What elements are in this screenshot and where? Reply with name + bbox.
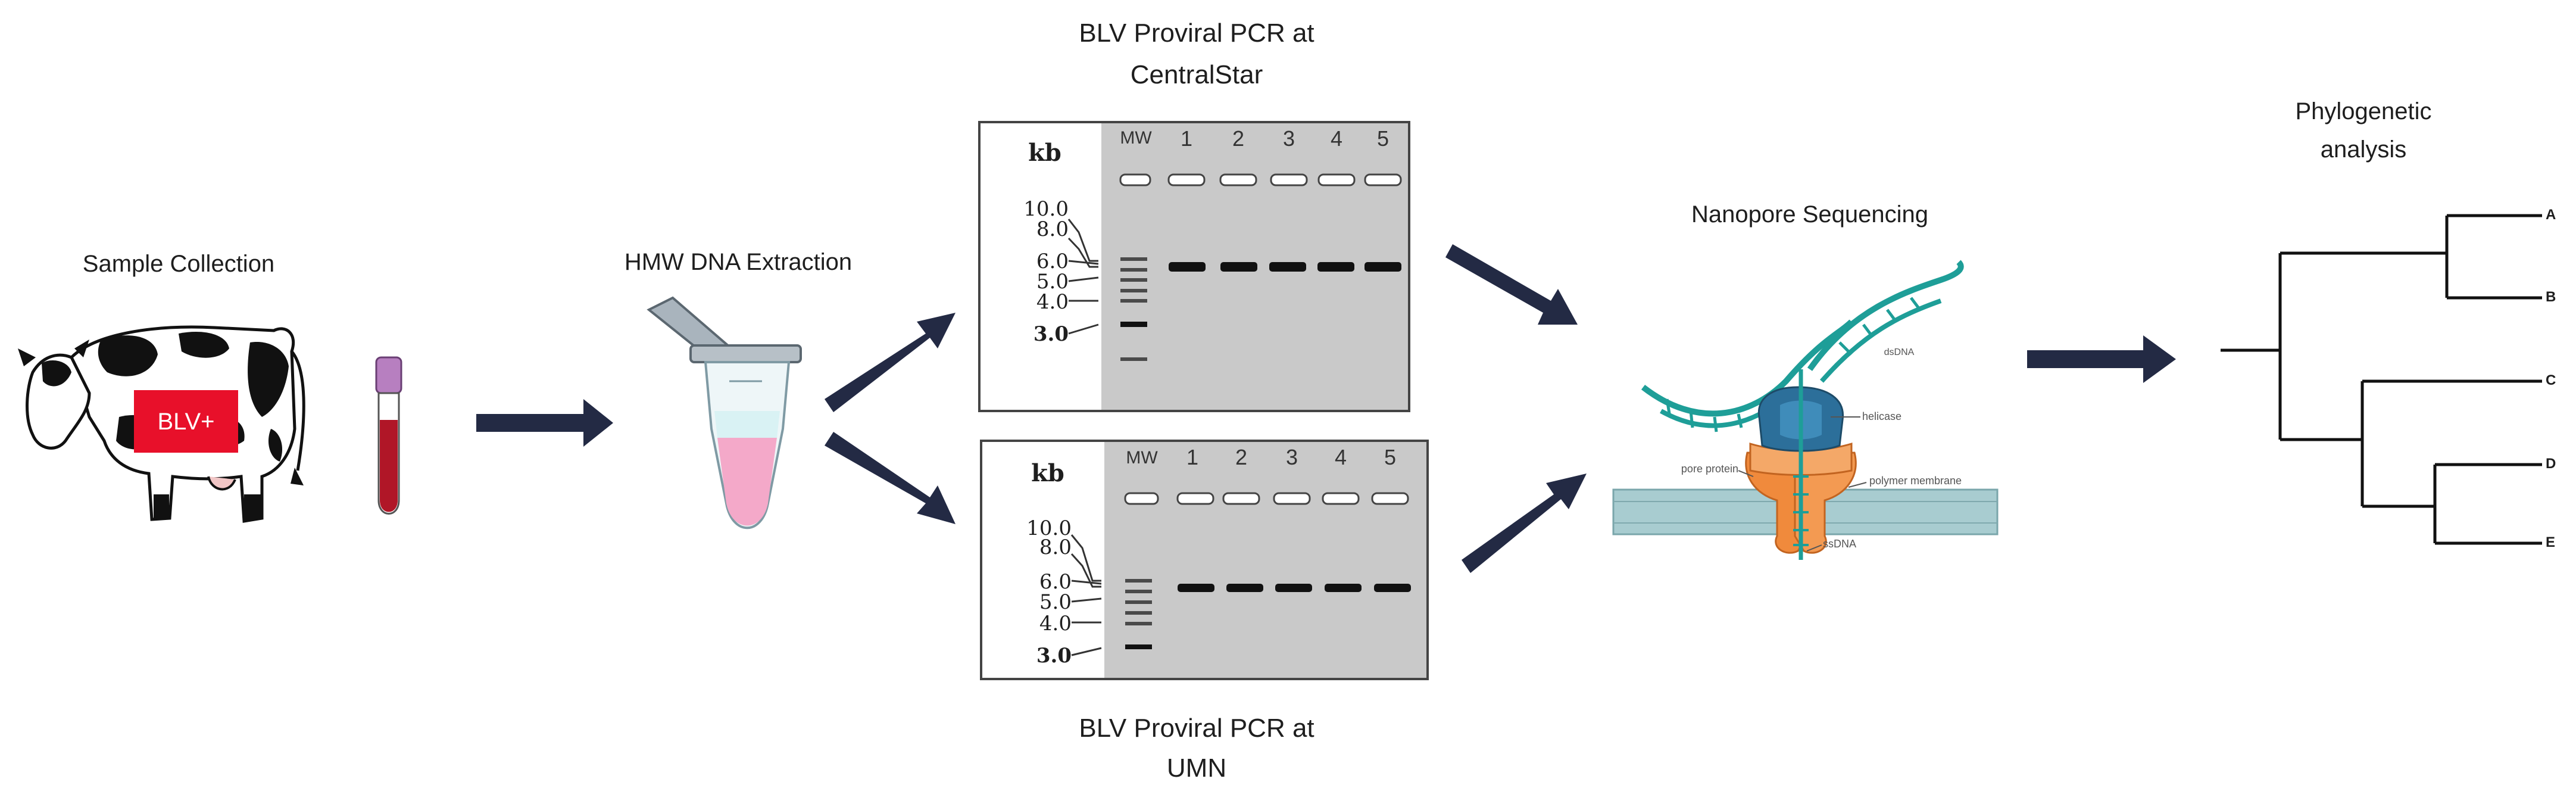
label-pcr-top-line2: CentralStar	[1130, 60, 1263, 89]
label-pcr-bottom-line2: UMN	[1166, 753, 1227, 783]
annotation-polymer-membrane: polymer membrane	[1869, 475, 1962, 487]
annotation-ssdna: ssDNA	[1823, 538, 1857, 550]
gel-top-ladder-label: MW	[1120, 128, 1152, 148]
gel-bottom-marker-3: 3.0	[1036, 644, 1072, 668]
label-pcr-top-line1: BLV Proviral PCR at	[1079, 18, 1314, 48]
gel-bottom-marker-4: 4.0	[1039, 612, 1072, 636]
label-phylogenetic-line2: analysis	[2320, 136, 2407, 163]
arrow-extraction-to-pcr-bottom	[825, 432, 956, 524]
gel-top-lane-2: 2	[1232, 126, 1245, 151]
gel-top-lane-3: 3	[1282, 126, 1295, 151]
blv-badge-text: BLV+	[157, 409, 215, 435]
blood-tube-icon	[375, 356, 402, 515]
annotation-dsdna: dsDNA	[1884, 347, 1915, 357]
annotation-pore-protein: pore protein	[1681, 463, 1738, 475]
blv-badge	[134, 390, 238, 453]
tree-leaf-b: B	[2546, 289, 2556, 305]
gel-bottom-lane-3: 3	[1285, 445, 1298, 469]
gel-top-marker-4: 4.0	[1036, 290, 1069, 314]
annotation-helicase: helicase	[1862, 410, 1902, 422]
gel-top-unit: kb	[1028, 139, 1061, 167]
gel-bottom-lane-5: 5	[1384, 445, 1397, 469]
gel-bottom-lane-1: 1	[1186, 445, 1199, 469]
gel-top-marker-3: 3.0	[1033, 322, 1069, 346]
arrow-pcr-top-to-sequencing	[1445, 244, 1578, 325]
tree-leaf-e: E	[2546, 534, 2556, 550]
gel-bottom-marker-6: 6.0	[1039, 570, 1072, 594]
arrow-sample-to-extraction	[476, 399, 613, 447]
tree-leaf-d: D	[2546, 456, 2556, 472]
nanopore-illustration	[1612, 260, 1999, 560]
gel-bottom	[980, 440, 1429, 680]
arrow-extraction-to-pcr-top	[825, 313, 956, 412]
gel-bottom-marker-8: 8.0	[1039, 535, 1072, 559]
gel-bottom-marker-10: 10.0	[1026, 516, 1072, 540]
gel-bottom-lane-2: 2	[1235, 445, 1248, 469]
gel-top-marker-6: 6.0	[1036, 250, 1069, 273]
microcentrifuge-tube-icon	[647, 296, 802, 530]
cow-illustration	[18, 325, 305, 523]
label-phylogenetic-line1: Phylogenetic	[2295, 98, 2432, 124]
gel-top-lane-1: 1	[1180, 126, 1193, 151]
label-sample-collection: Sample Collection	[82, 251, 275, 277]
gel-top-marker-5: 5.0	[1036, 270, 1069, 294]
gel-bottom-ladder-label: MW	[1126, 448, 1158, 468]
gel-bottom-lane-4: 4	[1334, 445, 1347, 469]
arrow-sequencing-to-phylo	[2027, 335, 2176, 383]
arrow-pcr-bottom-to-sequencing	[1462, 474, 1587, 573]
label-pcr-bottom-line1: BLV Proviral PCR at	[1079, 714, 1314, 743]
tree-leaf-c: C	[2546, 372, 2556, 388]
gel-top-lane-5: 5	[1376, 126, 1390, 151]
label-nanopore-sequencing: Nanopore Sequencing	[1691, 201, 1929, 228]
gel-bottom-unit: kb	[1031, 459, 1064, 487]
gel-top-marker-8: 8.0	[1036, 217, 1069, 241]
phylogenetic-tree	[2221, 214, 2542, 545]
gel-top	[978, 121, 1410, 412]
gel-top-marker-10: 10.0	[1023, 197, 1069, 221]
gel-bottom-marker-5: 5.0	[1039, 590, 1072, 614]
label-hmw-dna-extraction: HMW DNA Extraction	[624, 249, 853, 275]
gel-top-lane-4: 4	[1330, 126, 1343, 151]
tree-leaf-a: A	[2546, 207, 2556, 223]
